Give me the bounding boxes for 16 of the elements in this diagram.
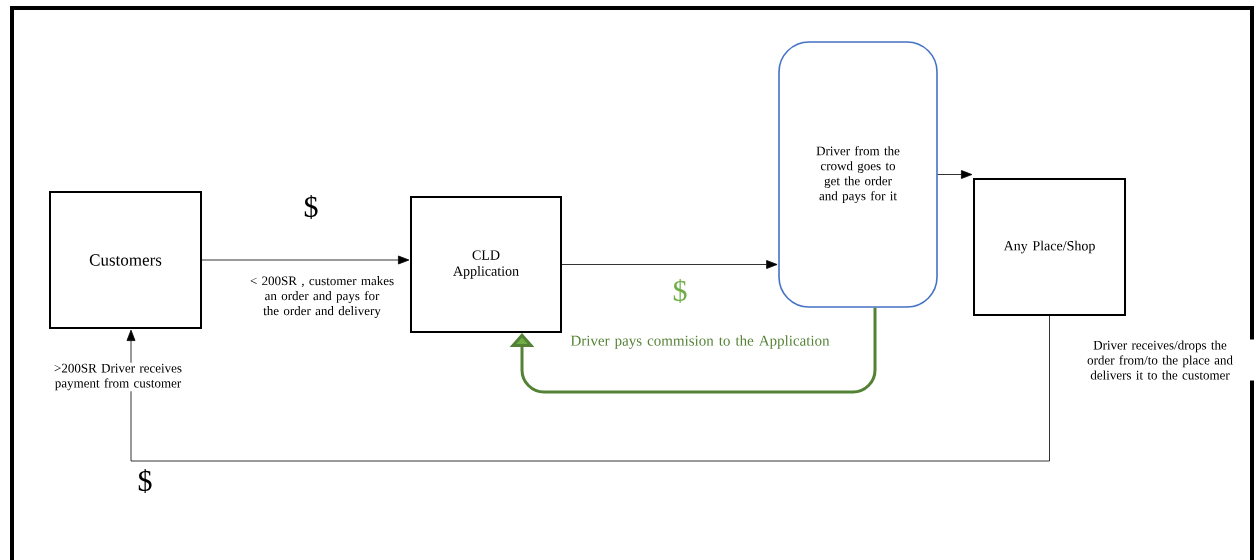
- process-box: Customers: [49, 191, 202, 329]
- dollar-sign: $: [138, 469, 152, 493]
- edge-label: Driver receives/drops the order from/to the place and delivers it to the customer: [1087, 340, 1233, 380]
- arrow: [937, 170, 973, 179]
- arrow: [201, 255, 410, 265]
- edge-label: < 200SR , customer makes an order and pays for the order and delivery: [250, 276, 394, 318]
- process-box: CLD Application: [410, 196, 562, 333]
- note-text: >200SR Driver receives payment from customer: [54, 363, 182, 391]
- arrow: [126, 315, 1050, 462]
- edge-label: Driver pays commision to the Application: [570, 335, 830, 349]
- arrow: [561, 260, 778, 269]
- dollar-sign: $: [304, 195, 318, 219]
- process-box: Any Place/Shop: [973, 178, 1126, 316]
- arrow: [509, 307, 877, 394]
- rounded-box: Driver from the crowd goes to get the order and pays for it: [778, 41, 938, 308]
- dollar-sign: $: [673, 279, 687, 303]
